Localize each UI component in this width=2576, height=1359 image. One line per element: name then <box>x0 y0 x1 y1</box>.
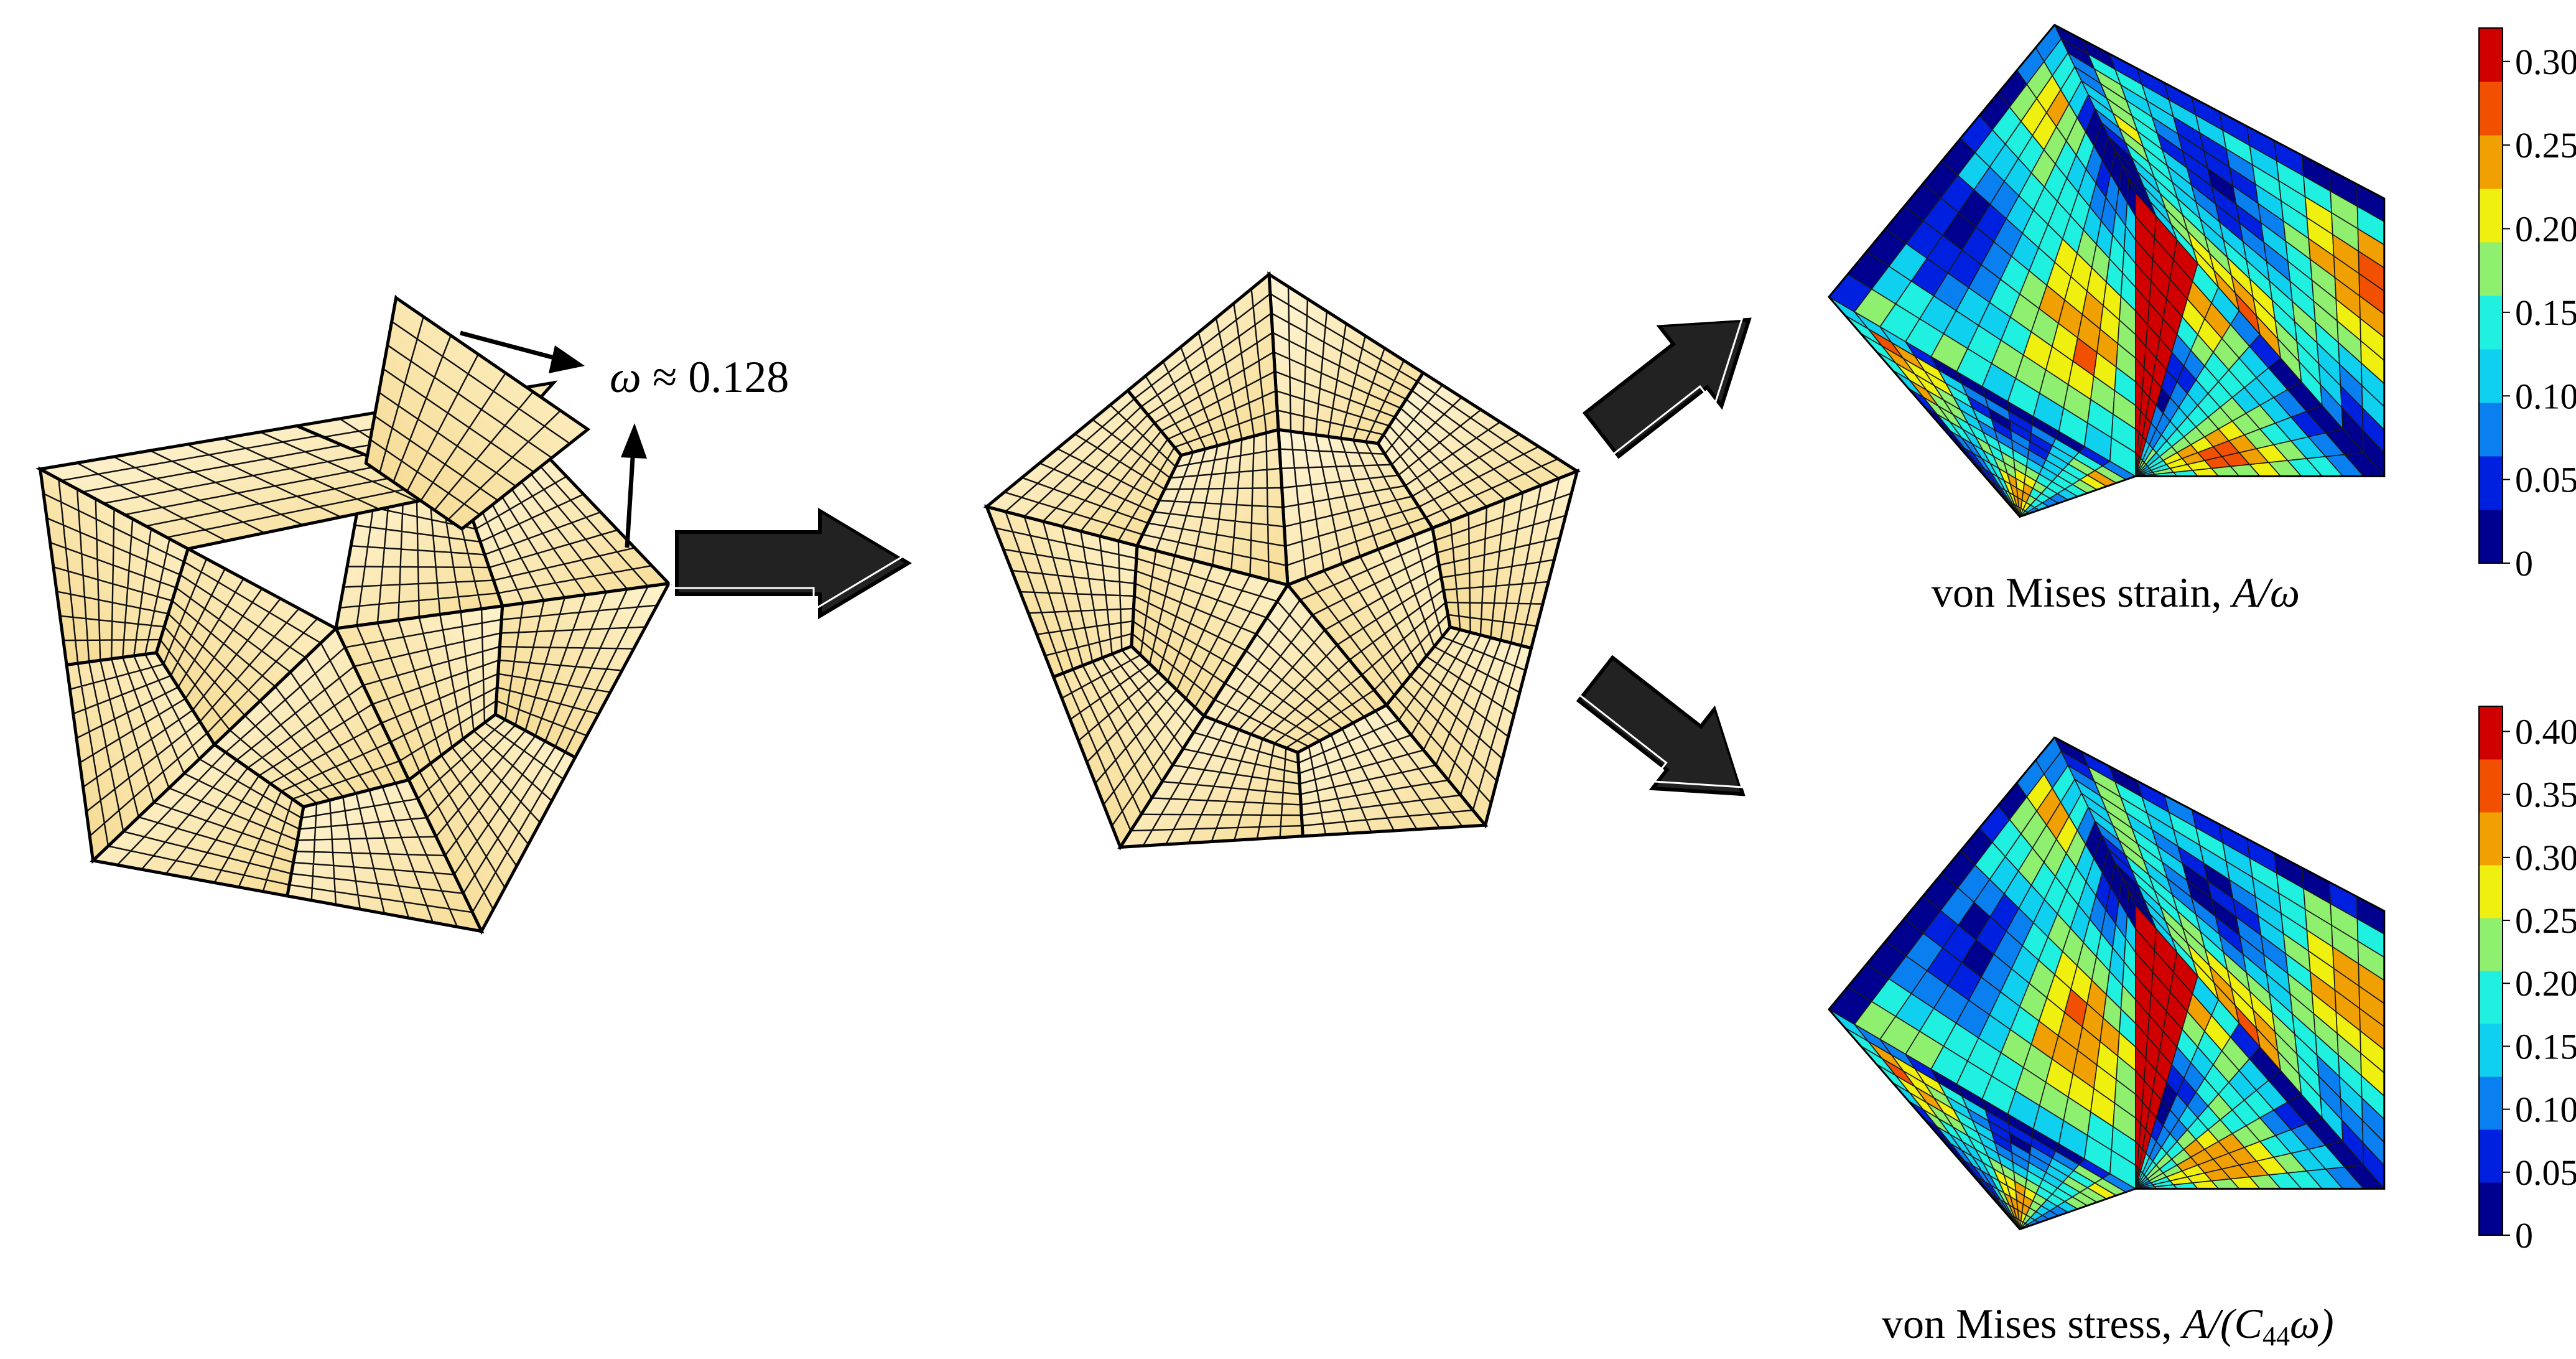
mid-wedge-4-b-grid <box>1133 289 1278 453</box>
mid-wedge-2-c-grid <box>1214 599 1376 749</box>
mid-wedge-2-b-grid <box>1130 720 1303 846</box>
stress-colorbar-tick-label: 0.10 <box>2515 1090 2576 1130</box>
stress-colorbar-swatch <box>2479 971 2503 1024</box>
stress-colorbar-swatch <box>2479 1076 2503 1130</box>
left-gap-upper-a-grid <box>61 431 434 542</box>
mid-wedge-1-c-grid <box>1300 535 1449 696</box>
left-gap-lower-grid <box>370 316 570 520</box>
stress-caption: von Mises stress, A/(C44ω) <box>1882 1300 2334 1352</box>
strain-colorbar-swatch <box>2479 403 2503 457</box>
stress-colorbar-swatch <box>2479 865 2503 918</box>
strain-colorbar: 0 0.05 0.10 0.15 0.20 0.25 0.30 <box>2478 27 2576 584</box>
mid-wedge-1-a-grid <box>1434 478 1572 646</box>
mid-wedge-1-b-grid <box>1393 629 1526 811</box>
stress-colorbar-swatch <box>2479 1024 2503 1077</box>
strain-colorbar-tick-label: 0.15 <box>2515 292 2576 333</box>
stress-contour-plot <box>1828 736 2386 1231</box>
rotation-arrow-upper <box>460 330 585 373</box>
left-wedge-1-c-grid <box>345 609 502 772</box>
mid-wedge-4-a-grid <box>1004 398 1176 541</box>
left-wedge-3-c <box>156 548 337 745</box>
strain-colorbar-tick-label: 0.30 <box>2515 42 2576 82</box>
strain-colorbar-swatch <box>2479 189 2503 243</box>
left-wedge-2-c-grid <box>225 642 400 805</box>
stress-colorbar-swatch <box>2479 918 2503 971</box>
mid-wedge-0-c-grid <box>1279 431 1426 578</box>
stress-colorbar-frame <box>2478 706 2503 1236</box>
left-wedge-3-b <box>40 469 188 665</box>
closed-pentagon-mesh <box>983 271 1581 851</box>
rotation-arrow-lower <box>621 423 647 548</box>
omega-annotation: ω ≈ 0.128 <box>610 352 789 402</box>
strain-colorbar-tick-label: 0.25 <box>2515 125 2576 166</box>
left-wedge-1-b-grid <box>417 719 566 913</box>
left-wedge-3-a-grid <box>70 653 208 846</box>
strain-contour-plot <box>1828 24 2386 518</box>
strain-colorbar-tick-label: 0.20 <box>2515 209 2576 250</box>
left-wedge-2-a-grid <box>289 783 473 927</box>
strain-colorbar-swatch <box>2479 82 2503 136</box>
contour-outline <box>1828 24 2386 518</box>
stress-colorbar-tick-label: 0 <box>2515 1215 2533 1256</box>
strain-colorbar-swatch <box>2479 456 2503 510</box>
stress-colorbar-tick-label: 0.25 <box>2515 900 2576 941</box>
left-gap-lower-outline <box>364 295 591 531</box>
mid-wedge-3-a <box>1053 646 1204 848</box>
mid-wedge-4-c-outline <box>1135 427 1290 587</box>
stress-colorbar-tick-label: 0.30 <box>2515 838 2576 878</box>
left-wedge-1-a-grid <box>496 586 658 753</box>
stress-colorbar-tick-label: 0.20 <box>2515 963 2576 1004</box>
mid-wedge-3-b-grid <box>995 511 1137 674</box>
strain-colorbar-swatch <box>2479 28 2503 82</box>
stress-colorbar-swatch <box>2479 1129 2503 1183</box>
strain-colorbar-frame <box>2478 27 2503 564</box>
strain-colorbar-tick-label: 0.05 <box>2515 460 2576 500</box>
left-wedge-3-c-grid <box>159 558 322 734</box>
mid-wedge-1-c <box>1288 528 1451 706</box>
mid-wedge-2-a-grid <box>1298 710 1473 835</box>
stress-colorbar-swatch <box>2479 706 2503 760</box>
strain-colorbar-swatch <box>2479 510 2503 564</box>
mid-wedge-3-c-grid <box>1132 550 1278 708</box>
left-wedge-3-c-outline <box>154 546 339 747</box>
left-wedge-2-b-grid <box>108 752 302 892</box>
strain-colorbar-tick-label: 0 <box>2515 543 2533 584</box>
stress-colorbar-swatch <box>2479 1182 2503 1236</box>
mid-wedge-4-b <box>1128 274 1279 455</box>
mid-wedge-4-c-grid <box>1142 432 1287 581</box>
stress-colorbar-tick-label: 0.15 <box>2515 1026 2576 1067</box>
stress-colorbar: 0 0.05 0.10 0.15 0.20 0.25 0.30 0.35 0.40 <box>2478 706 2576 1256</box>
strain-colorbar-swatch <box>2479 135 2503 189</box>
flow-arrow-down-right <box>1576 649 1746 796</box>
mid-wedge-0-a-grid <box>1270 286 1418 442</box>
flow-arrow-up-right <box>1576 317 1752 459</box>
strain-colorbar-swatch <box>2479 349 2503 403</box>
left-wedge-2-c <box>214 628 409 807</box>
mid-wedge-2-a <box>1298 705 1486 836</box>
stress-colorbar-tick-label: 0.35 <box>2515 775 2576 815</box>
left-wedge-3-b-grid <box>43 479 185 664</box>
mid-wedge-0-b-grid <box>1383 381 1560 521</box>
open-pentagon-mesh <box>35 294 672 935</box>
contour-outline <box>1828 736 2386 1231</box>
stress-colorbar-swatch <box>2479 812 2503 866</box>
mid-wedge-1-b <box>1386 627 1532 826</box>
left-wedge-1-c <box>336 605 503 780</box>
strain-colorbar-tick-label: 0.10 <box>2515 376 2576 416</box>
strain-caption: von Mises strain, A/ω <box>1932 569 2300 616</box>
left-wedge-1-a <box>495 583 669 758</box>
stress-colorbar-tick-label: 0.05 <box>2515 1152 2576 1193</box>
stress-colorbar-tick-label: 0.40 <box>2515 711 2576 752</box>
stress-colorbar-swatch <box>2479 759 2503 813</box>
mid-wedge-3-a-grid <box>1061 649 1196 831</box>
strain-colorbar-swatch <box>2479 242 2503 296</box>
strain-colorbar-swatch <box>2479 296 2503 350</box>
flow-arrow-right <box>669 502 912 620</box>
